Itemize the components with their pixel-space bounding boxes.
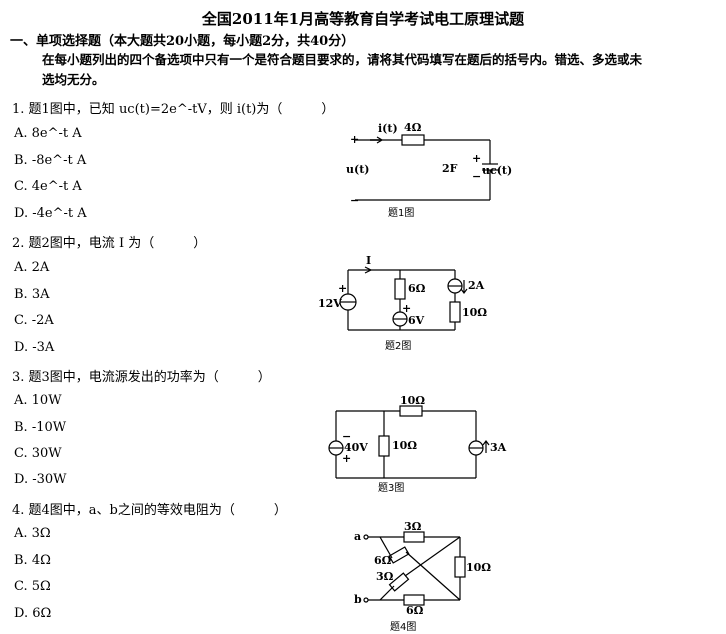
question-1-stem: 1. 题1图中，已知 uc(t)=2e^-tV，则 i(t)为（ ） <box>12 102 335 117</box>
resistor-3ohm-diag <box>388 572 410 592</box>
fig4-terminal-a: a <box>354 530 361 543</box>
question-3-stem: 3. 题3图中，电流源发出的功率为（ ） <box>12 370 271 385</box>
fig2-vs2-label: 6V <box>408 314 425 327</box>
fig2-vs1-label: 12V <box>318 297 342 310</box>
fig3-cs-label: 3A <box>490 441 507 454</box>
q4-option-c: C. 5Ω <box>14 579 51 594</box>
resistor-10ohm-top <box>399 405 423 417</box>
question-2-stem: 2. 题2图中，电流 I 为（ ） <box>12 236 207 251</box>
fig2-cs-label: 2A <box>468 279 485 292</box>
q3-option-b: B. -10W <box>14 420 67 435</box>
question-4-stem: 4. 题4图中，a、b之间的等效电阻为（ ） <box>12 503 287 518</box>
q4-option-d: D. 6Ω <box>14 606 52 621</box>
figure-3-circuit: 10Ω 40V − + 10Ω 3A 题3图 <box>328 396 507 494</box>
instruction-line-1: 在每小题列出的四个备选项中只有一个是符合题目要求的，请将其代码填写在题后的括号内… <box>42 52 643 67</box>
q4-option-a: A. 3Ω <box>14 526 51 541</box>
q2-option-c: C. -2A <box>14 313 54 328</box>
q1-option-d: D. -4e^-t A <box>14 206 87 221</box>
figure-3-caption: 题3图 <box>378 482 404 494</box>
q3-option-c: C. 30W <box>14 446 62 461</box>
figure-2-caption: 题2图 <box>385 340 411 352</box>
fig1-cap-plus: + <box>472 152 481 165</box>
fig1-resistor-label: 4Ω <box>404 121 422 134</box>
figure-4-circuit: a b 3Ω 6Ω 3Ω 10Ω 6Ω 题4图 <box>354 522 491 633</box>
resistor-6ohm-diag <box>388 546 410 564</box>
fig1-cap-minus: − <box>472 170 481 183</box>
resistor-4ohm <box>401 134 425 146</box>
fig4-r-right-label: 10Ω <box>466 561 491 574</box>
q4-option-b: B. 4Ω <box>14 553 51 568</box>
q1-option-a: A. 8e^-t A <box>14 126 82 141</box>
fig1-cap-voltage-label: uc(t) <box>482 164 512 177</box>
figure-2-circuit: I 12V + 6Ω + 6V 2A 10Ω 题2图 <box>318 254 487 352</box>
fig2-current-label: I <box>366 254 371 267</box>
fig1-plus: + <box>350 133 359 146</box>
fig1-minus: − <box>350 194 359 207</box>
fig2-vs2-plus: + <box>402 302 411 315</box>
fig4-r-diag1-label: 6Ω <box>374 554 392 567</box>
resistor-6ohm <box>394 278 406 300</box>
figure-1-caption: 题1图 <box>388 207 414 219</box>
fig1-source-label: u(t) <box>346 163 370 176</box>
resistor-10ohm <box>449 301 461 323</box>
fig1-current-label: i(t) <box>378 122 398 135</box>
figure-4-caption: 题4图 <box>390 621 416 633</box>
page-title: 全国2011年1月高等教育自学考试电工原理试题 <box>201 10 525 28</box>
fig4-r-bottom-label: 6Ω <box>406 604 424 617</box>
q1-option-b: B. -8e^-t A <box>14 153 87 168</box>
q2-option-a: A. 2A <box>14 260 50 275</box>
q2-option-b: B. 3A <box>14 287 50 302</box>
resistor-10ohm-right <box>454 556 466 578</box>
fig4-r-diag2-label: 3Ω <box>376 570 394 583</box>
q1-option-c: C. 4e^-t A <box>14 179 82 194</box>
fig4-r-top-label: 3Ω <box>404 522 422 533</box>
q2-option-d: D. -3A <box>14 340 55 355</box>
resistor-3ohm-top <box>403 531 425 543</box>
instruction-line-2: 选均无分。 <box>42 72 105 87</box>
section-heading: 一、单项选择题（本大题共20小题，每小题2分，共40分） <box>10 34 355 49</box>
figure-1-circuit: + − i(t) 4Ω u(t) 2F + − uc(t) 题1图 <box>346 121 512 219</box>
q3-option-a: A. 10W <box>14 393 62 408</box>
fig4-terminal-b: b <box>354 593 362 606</box>
q3-option-d: D. -30W <box>14 472 67 487</box>
resistor-10ohm-mid <box>378 435 390 457</box>
fig2-vs1-plus: + <box>338 282 347 295</box>
fig3-r-mid-label: 10Ω <box>392 439 417 452</box>
fig1-capacitor-label: 2F <box>442 162 458 175</box>
fig3-vs-label: 40V <box>344 441 368 454</box>
fig2-r2-label: 10Ω <box>462 306 487 319</box>
fig3-vs-plus: + <box>342 452 351 465</box>
fig3-r-top-label: 10Ω <box>400 396 425 407</box>
fig2-r1-label: 6Ω <box>408 282 426 295</box>
fig3-vs-minus: − <box>342 430 351 443</box>
